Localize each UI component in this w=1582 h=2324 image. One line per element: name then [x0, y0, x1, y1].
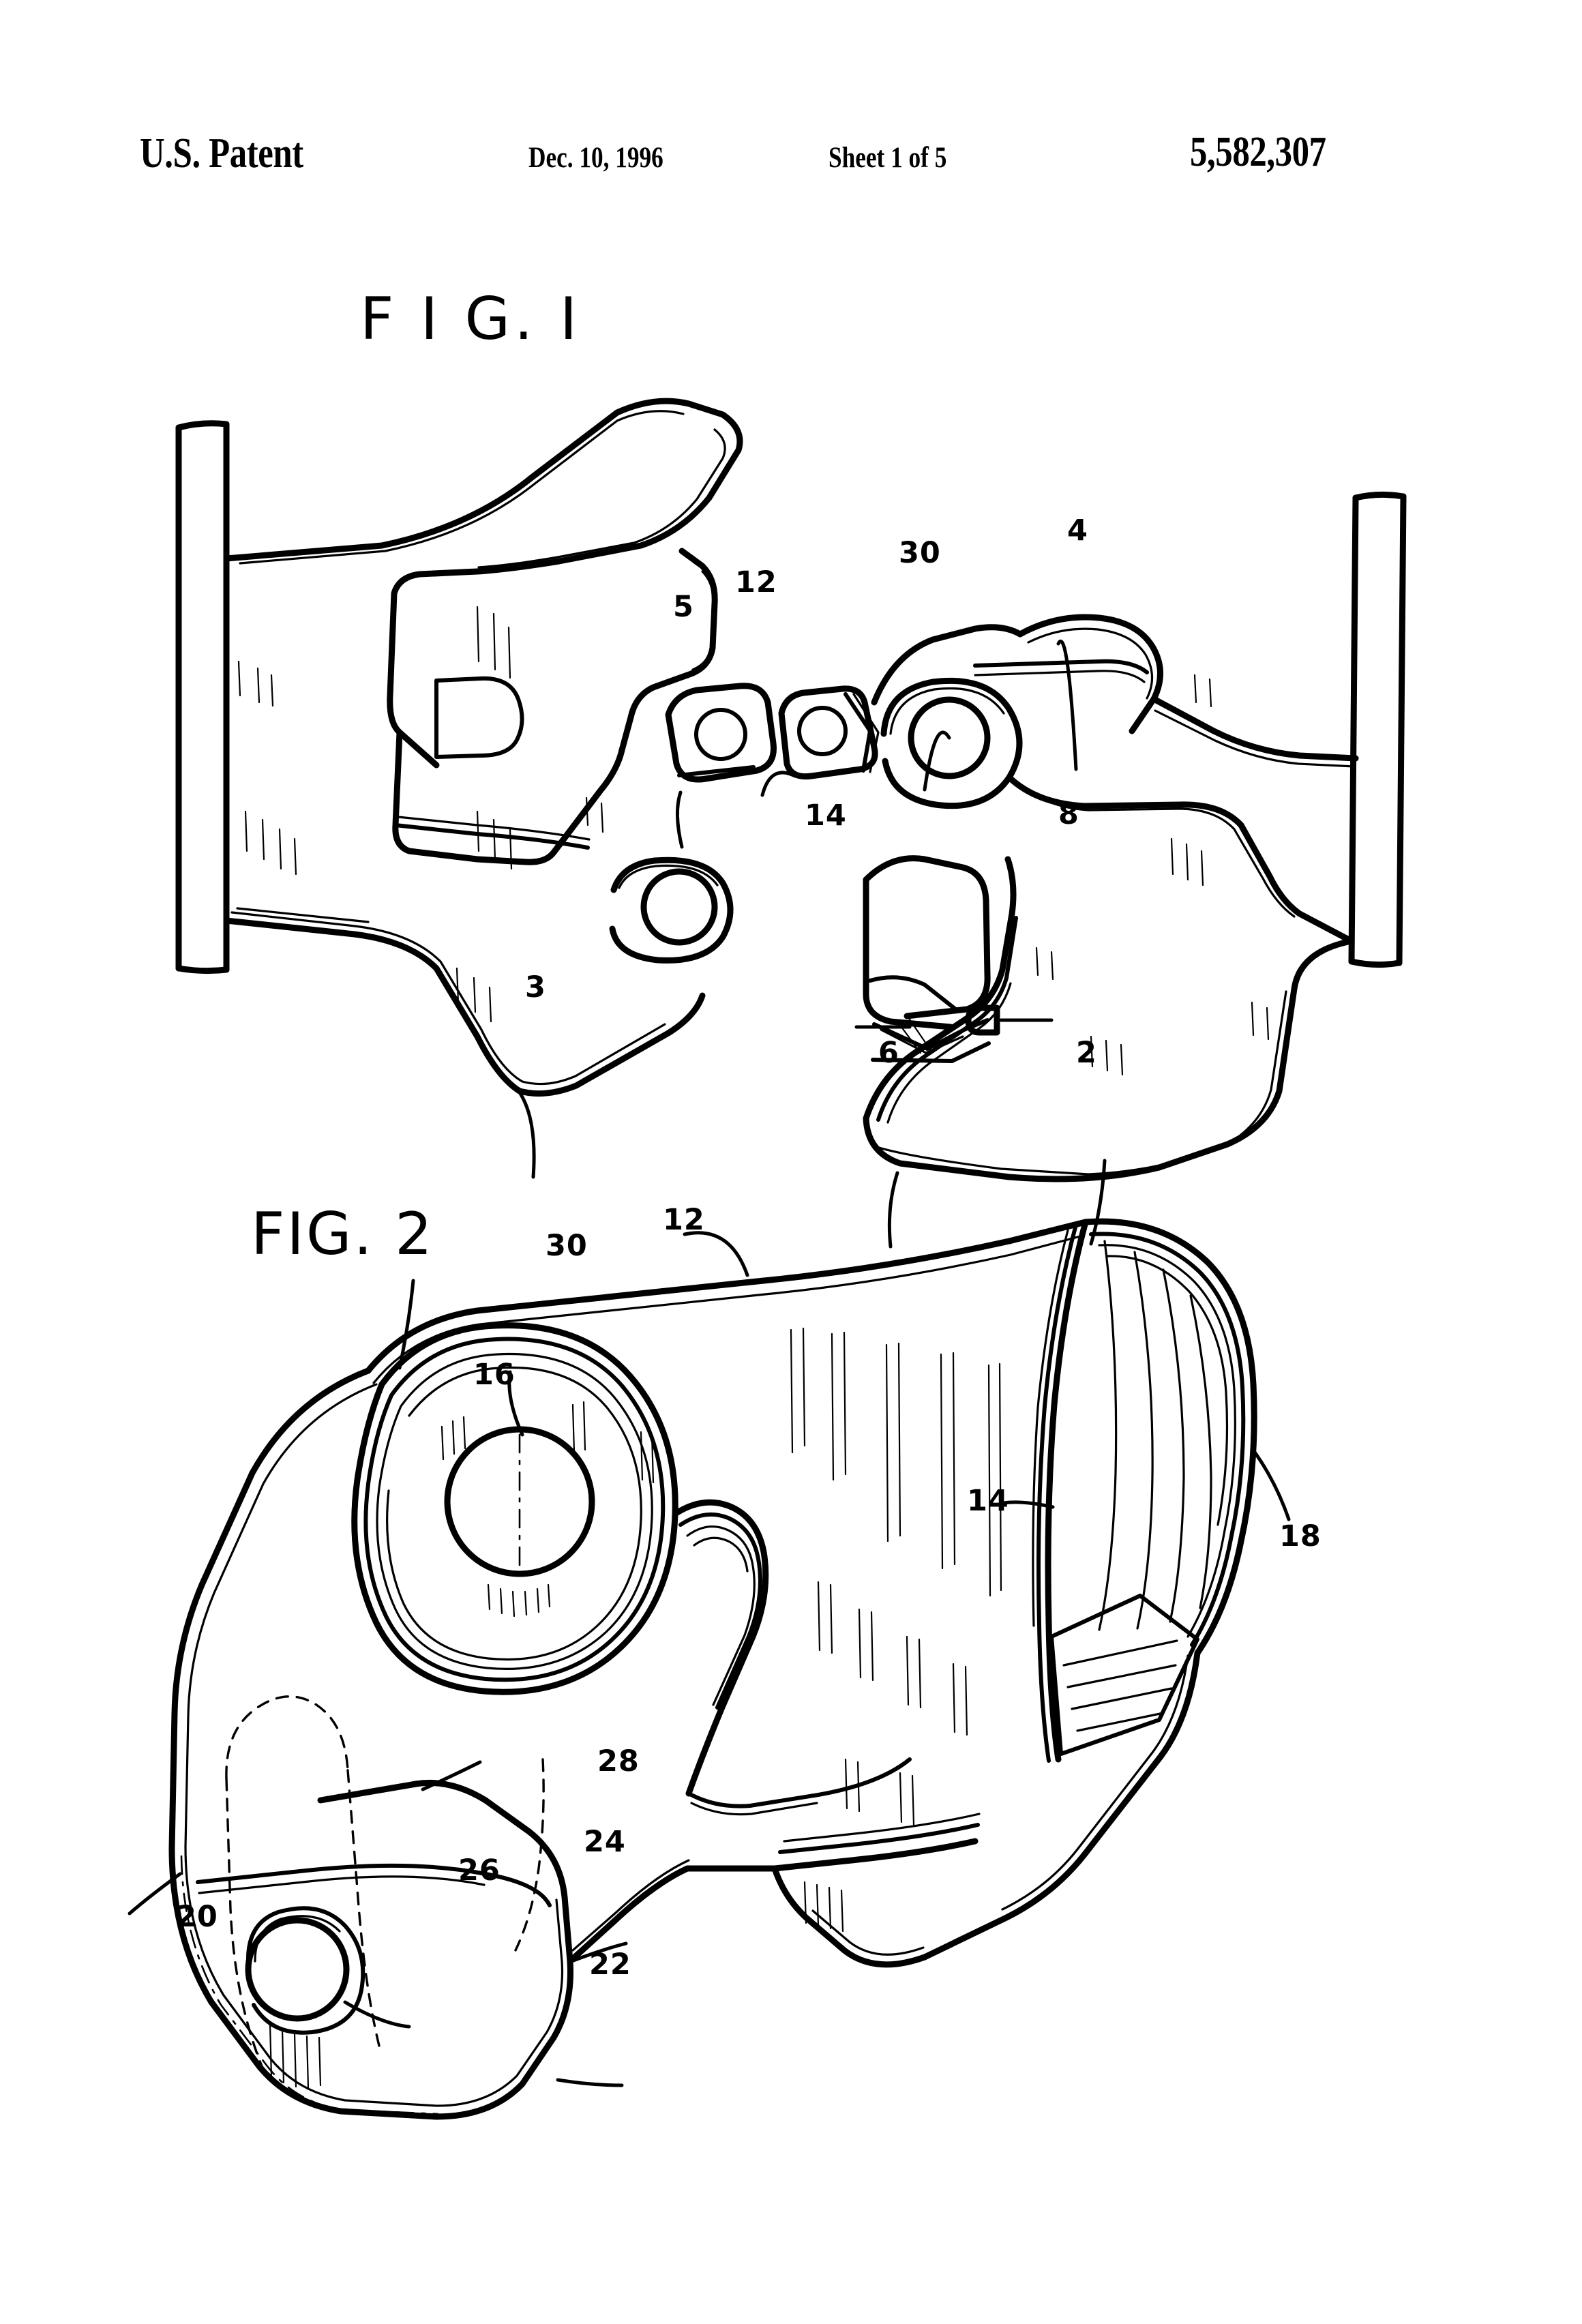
- fig2-ref-18: 18: [1279, 1519, 1322, 1553]
- figure-2: FIG. 2: [0, 1159, 1582, 2223]
- patent-header: U.S. Patent Dec. 10, 1996 Sheet 1 of 5 5…: [0, 129, 1582, 205]
- fig2-ref-26: 26: [458, 1853, 501, 1888]
- knuckle-outer-outline: [168, 1218, 1257, 2120]
- figure-2-leader-lines: [128, 1231, 1291, 2087]
- left-knuckle-lug: [665, 683, 777, 783]
- fig2-ref-28: 28: [597, 1744, 640, 1778]
- patent-office-title: U.S. Patent: [140, 130, 303, 177]
- fig1-ref-6: 6: [878, 1036, 899, 1070]
- right-pivot-hub-30: [880, 677, 1023, 809]
- fig1-ref-4: 4: [1067, 513, 1088, 548]
- sheet-number: Sheet 1 of 5: [829, 142, 947, 174]
- fig1-ref-12: 12: [735, 565, 777, 599]
- fig2-ref-22: 22: [589, 1948, 631, 1982]
- lock-face-detail: [863, 855, 1000, 1063]
- figure-2-caption: FIG. 2: [251, 1200, 434, 1268]
- hub-shoulder-rib: [672, 1499, 912, 1816]
- patent-issue-date: Dec. 10, 1996: [528, 142, 663, 174]
- left-coupler-body: [223, 398, 777, 1097]
- left-body-shading: [237, 606, 604, 1023]
- right-body-shading: [1035, 674, 1270, 1076]
- left-sill-bar: [175, 420, 230, 974]
- coupler-lock-link-12: [778, 685, 880, 780]
- patent-number: 5,582,307: [1190, 129, 1326, 175]
- figure-1: F I G. I: [0, 225, 1582, 1249]
- fig1-ref-2: 2: [1076, 1036, 1097, 1070]
- fig2-ref-24: 24: [584, 1825, 626, 1859]
- knuckle-face-shading: [571, 1327, 1002, 1933]
- fig2-ref-30: 30: [546, 1229, 588, 1263]
- fig2-ref-20: 20: [176, 1900, 218, 1934]
- fig1-ref-3: 3: [525, 970, 546, 1004]
- fig2-ref-12: 12: [663, 1203, 705, 1237]
- fig1-ref-5: 5: [673, 590, 694, 624]
- lower-left-pad: [196, 1695, 552, 2089]
- figure-1-leader-lines: [518, 639, 1107, 1249]
- figure-2-drawing: [128, 1218, 1291, 2120]
- figure-1-caption: F I G. I: [360, 285, 582, 353]
- fig1-ref-14: 14: [805, 799, 847, 833]
- left-pivot-boss: [609, 856, 734, 964]
- right-sill-bar: [1348, 491, 1407, 968]
- fig1-ref-8: 8: [1058, 797, 1079, 831]
- fig2-ref-16: 16: [473, 1358, 516, 1392]
- figure-1-drawing: [175, 398, 1407, 1249]
- fig2-ref-14: 14: [967, 1484, 1009, 1518]
- fig1-ref-30: 30: [899, 536, 941, 570]
- right-coupler-body: [863, 614, 1359, 1182]
